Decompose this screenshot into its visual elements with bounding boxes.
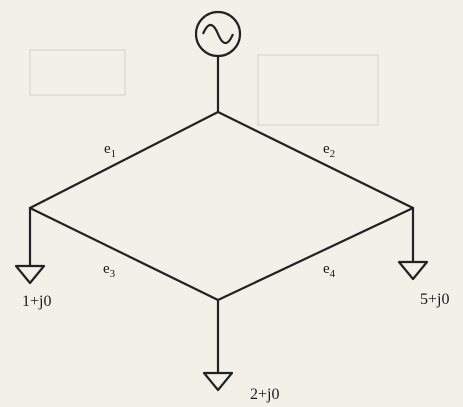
background-artifacts — [29, 49, 379, 126]
load-arrow-icon — [397, 260, 429, 281]
ac-source-icon — [194, 10, 242, 58]
ghost-rect — [29, 49, 126, 96]
load-label-left: 1+j0 — [22, 293, 51, 310]
edge-e2 — [216, 110, 415, 210]
edge-label-e1: e1 — [104, 141, 116, 160]
edge-label-e2: e2 — [323, 141, 335, 160]
edge-label-e4: e4 — [323, 261, 336, 280]
edge-e1 — [28, 110, 220, 210]
edge-e4 — [216, 206, 415, 302]
load-arrow-icon — [14, 264, 46, 285]
edge-e3 — [28, 206, 220, 302]
load-arrow-icon — [202, 371, 234, 392]
load-label-right: 5+j0 — [420, 291, 449, 308]
ghost-rect — [257, 54, 379, 126]
edge-label-e3: e3 — [103, 261, 116, 280]
load-label-bottom: 2+j0 — [250, 386, 279, 403]
